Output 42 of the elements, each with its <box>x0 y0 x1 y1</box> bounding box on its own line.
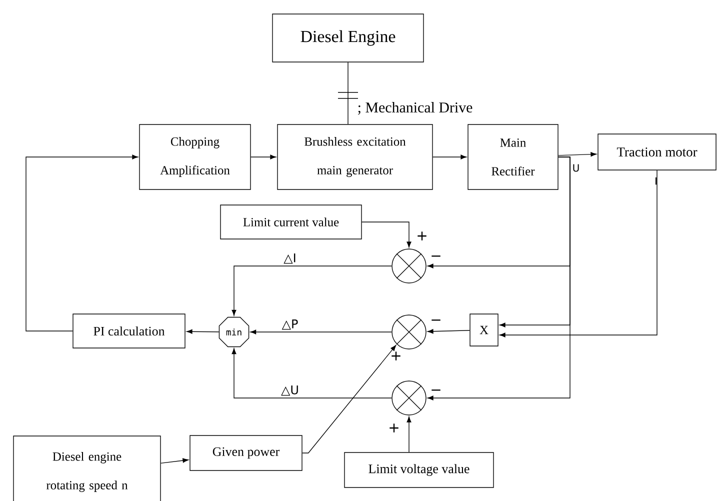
connector <box>500 170 658 338</box>
multiplier-box: X <box>470 314 498 346</box>
min-selector: min <box>218 316 250 348</box>
sign-label: + <box>418 232 426 240</box>
sign-label: − <box>432 320 440 321</box>
connector <box>428 156 570 400</box>
input-box: Limit current value <box>220 204 362 240</box>
coupling-connector <box>338 62 358 124</box>
edge-label: △I <box>284 253 296 264</box>
connector <box>232 266 392 316</box>
connector <box>186 329 220 334</box>
connector <box>160 458 188 464</box>
edge-label: △P <box>282 319 298 330</box>
connector <box>428 329 470 334</box>
edge-label: ; Mechanical Drive <box>358 102 472 115</box>
connector <box>232 348 392 398</box>
process-box: Diesel Engine <box>272 14 424 62</box>
process-box: Chopping Amplification <box>139 124 251 190</box>
signal-label: U <box>573 164 579 172</box>
connector <box>250 154 276 160</box>
sign-label: − <box>432 256 440 257</box>
connector <box>250 330 392 334</box>
process-box: Main Rectifier <box>468 124 558 190</box>
connector <box>558 152 596 157</box>
sign-label: − <box>432 390 440 391</box>
edge-label: △U <box>281 385 298 396</box>
sign-label: + <box>390 424 398 432</box>
connector <box>302 345 396 454</box>
input-box: Limit voltage value <box>344 452 494 488</box>
connector <box>406 416 412 452</box>
process-box: Brushless excitation main generator <box>277 124 433 190</box>
sign-label: + <box>392 352 400 360</box>
summing-junction <box>392 380 426 416</box>
summing-junction <box>392 248 426 284</box>
connector <box>362 222 412 248</box>
process-box: Given power <box>190 435 302 471</box>
connector <box>26 154 138 332</box>
input-box: Diesel engine rotating speed n <box>13 436 161 501</box>
connector <box>432 154 466 160</box>
process-box: PI calculation <box>72 314 186 348</box>
summing-junction <box>392 314 426 350</box>
process-box: Traction motor <box>598 134 716 170</box>
